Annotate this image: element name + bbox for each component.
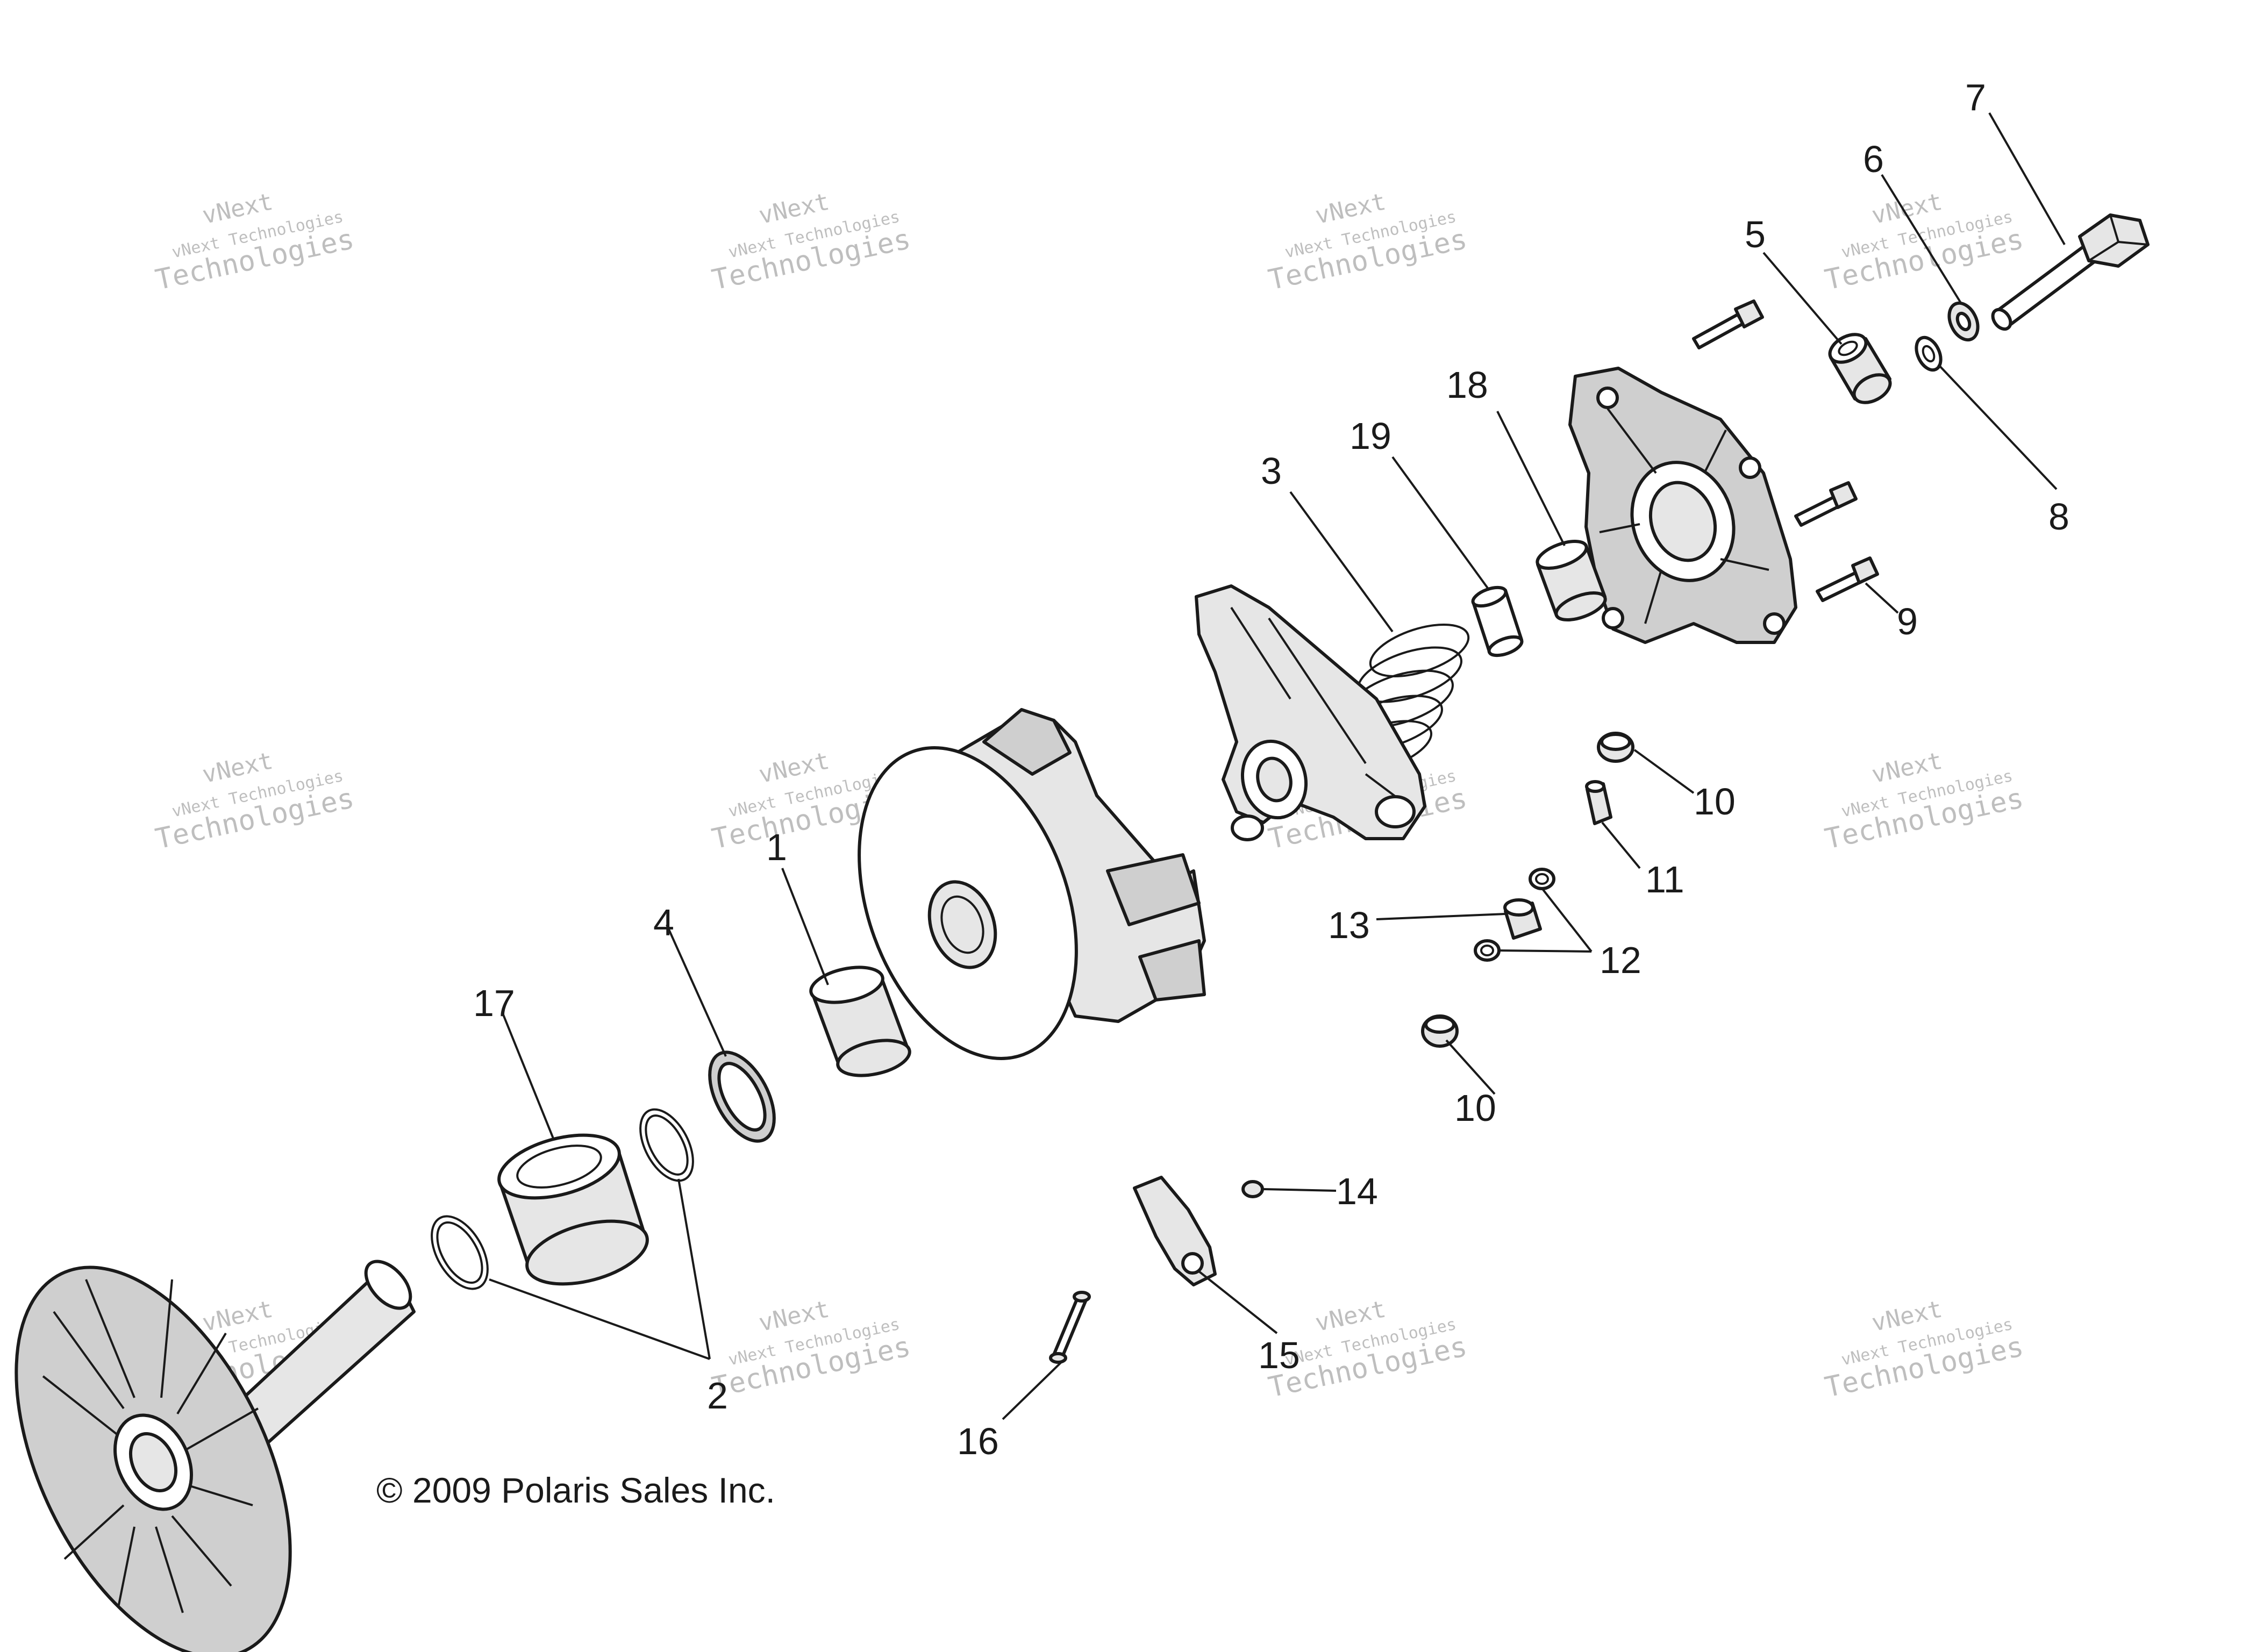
callout-3: 3	[1261, 450, 1282, 492]
part-1-bushing	[809, 966, 911, 1077]
part-17-bushing	[497, 1133, 649, 1286]
callout-15: 15	[1258, 1334, 1300, 1376]
part-2-rings	[431, 1108, 694, 1290]
part-8-washer	[1915, 335, 1943, 372]
callout-11: 11	[1645, 859, 1684, 900]
part-15-weight	[1133, 1176, 1217, 1286]
moveable-sheave	[858, 708, 1206, 1060]
callout-10-upper: 10	[1694, 781, 1736, 823]
part-19-ring	[1471, 585, 1524, 657]
callout-12: 12	[1600, 939, 1641, 981]
part-18-bushing	[1536, 540, 1607, 621]
callout-19: 19	[1350, 415, 1391, 457]
part-11-pin	[1585, 780, 1612, 825]
part-12-washers	[1474, 868, 1555, 962]
callout-4: 4	[653, 902, 674, 943]
callouts: 7 6 5 8 9 18 19 3 10 11 12 13 10 14 15 1…	[473, 76, 2069, 1462]
part-5-bushing	[1828, 333, 1892, 404]
callout-13: 13	[1328, 904, 1370, 946]
callout-2: 2	[707, 1375, 728, 1417]
part-4-seal	[708, 1050, 776, 1143]
part-13-roller	[1503, 898, 1542, 940]
part-6-washer	[1947, 301, 1980, 342]
leader-lines	[489, 112, 2066, 1420]
part-7-bolt	[1991, 213, 2150, 331]
callout-1: 1	[766, 826, 787, 868]
callout-17: 17	[473, 982, 515, 1024]
callout-18: 18	[1446, 364, 1488, 406]
part-10-caps	[1421, 732, 1634, 1048]
callout-9: 9	[1897, 600, 1918, 642]
cover-plate	[1568, 367, 1797, 644]
part-16-pin	[1049, 1291, 1091, 1364]
part-14-nut	[1241, 1180, 1264, 1198]
callout-7: 7	[1965, 76, 1986, 118]
callout-16: 16	[957, 1420, 999, 1462]
callout-8: 8	[2048, 496, 2069, 538]
fixed-sheave-shaft	[15, 1260, 416, 1652]
callout-14: 14	[1336, 1170, 1378, 1212]
copyright-notice: © 2009 Polaris Sales Inc.	[376, 1470, 775, 1510]
part-9-bolts	[1692, 299, 1879, 602]
callout-10-lower: 10	[1454, 1087, 1496, 1129]
callout-5: 5	[1745, 213, 1766, 255]
spider-arm	[1195, 584, 1426, 841]
callout-6: 6	[1863, 138, 1884, 180]
